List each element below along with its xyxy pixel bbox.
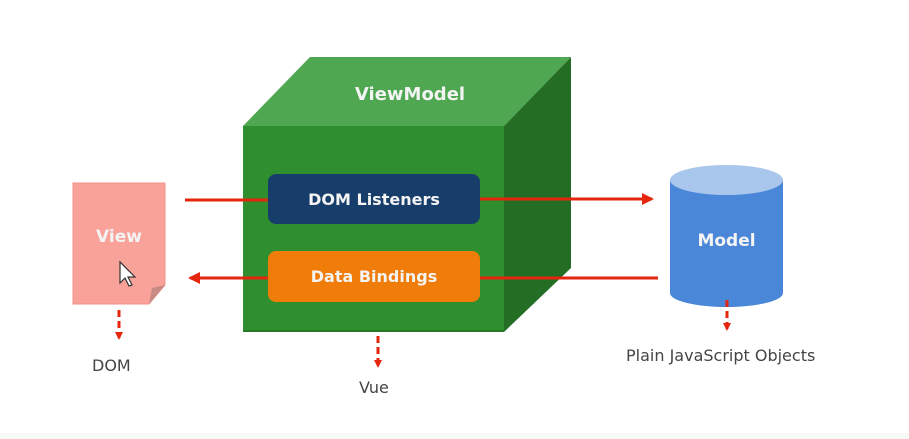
dom-caption: DOM [92,356,131,375]
mouse-cursor-icon [119,260,137,287]
view-label: View [96,227,142,247]
viewmodel-label: ViewModel [354,84,466,105]
bottom-strip [0,433,909,439]
dom-listeners-label: DOM Listeners [308,189,440,209]
data-bindings-box: Data Bindings [268,251,480,302]
cube-right-face [504,57,571,332]
cylinder-top [670,165,783,195]
vue-caption: Vue [359,378,389,397]
view-document [72,182,166,305]
dom-listeners-box: DOM Listeners [268,174,480,224]
model-label: Model [697,231,756,251]
cube-top-face [243,57,571,126]
data-bindings-label: Data Bindings [310,267,438,286]
model-cylinder [670,165,783,307]
model-caption: Plain JavaScript Objects [626,346,816,365]
